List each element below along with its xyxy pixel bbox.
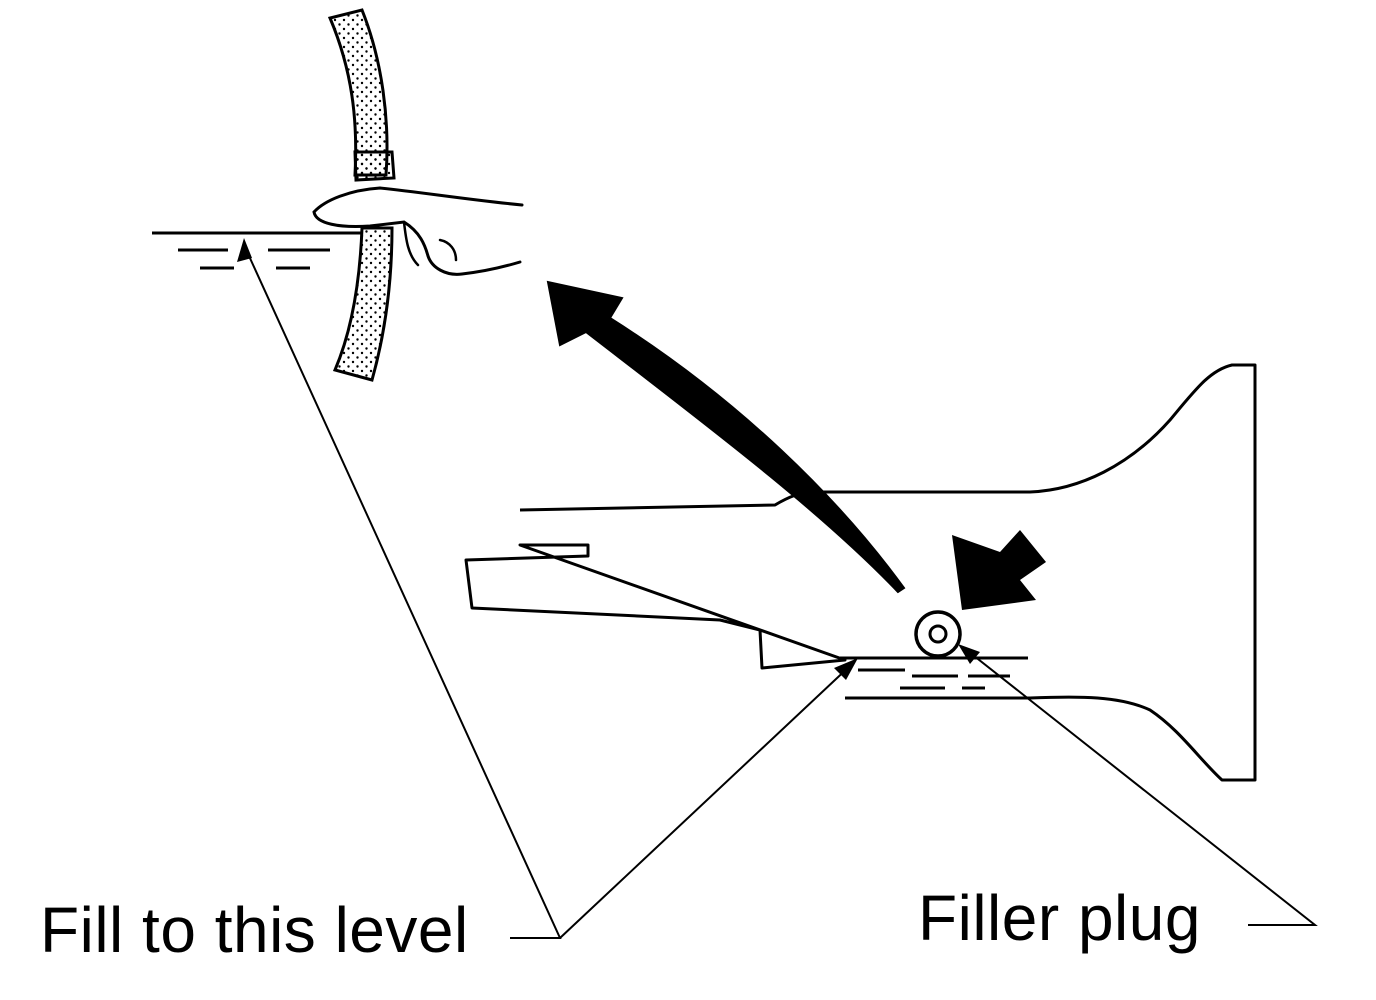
leader-line-fill bbox=[559, 663, 853, 939]
hose-upper bbox=[327, 8, 389, 177]
leader-arrowhead bbox=[834, 658, 858, 680]
leader-line-plug bbox=[963, 647, 1318, 926]
hose-connector bbox=[353, 150, 396, 182]
arrow-icon bbox=[952, 530, 1046, 610]
leader-arrowhead bbox=[237, 238, 252, 262]
transmission-case bbox=[464, 363, 1257, 782]
finger-hand bbox=[312, 186, 524, 276]
hose-lower bbox=[332, 226, 394, 382]
fill-level-label: Fill to this level bbox=[40, 894, 469, 966]
filler-plug-label: Filler plug bbox=[918, 882, 1201, 954]
leader-line-fill bbox=[243, 244, 562, 939]
filler-plug-icon bbox=[914, 610, 962, 658]
curved-arrow-icon bbox=[546, 280, 906, 594]
hand-thumb-detail bbox=[402, 220, 458, 267]
leader-arrowhead bbox=[958, 644, 980, 664]
